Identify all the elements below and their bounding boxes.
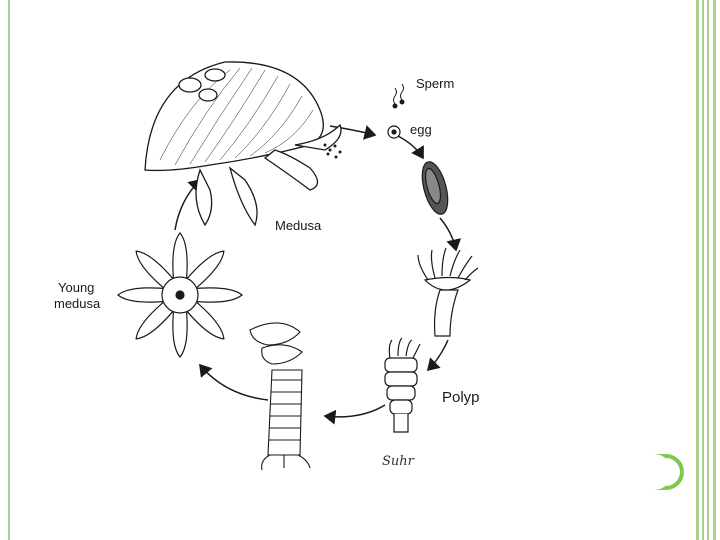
green-half-circle-accent (650, 452, 686, 492)
sperm-label: Sperm (416, 76, 454, 91)
egg-label: egg (410, 122, 432, 137)
medusa-label: Medusa (275, 218, 321, 233)
sperm-drawing (393, 84, 404, 108)
arrow-strobila-to-young-medusa (200, 365, 268, 400)
right-frame-border (692, 0, 720, 540)
arrow-polyp-to-strobila-bottom (325, 405, 385, 417)
strobila-drawing (385, 338, 420, 432)
young-medusa-label-line2: medusa (54, 296, 100, 311)
tall-strobila-drawing (250, 323, 310, 470)
left-frame-border (0, 0, 10, 540)
artist-signature: Suhr (382, 454, 414, 469)
polyp-label: Polyp (442, 390, 480, 405)
arrow-egg-to-larva (398, 136, 423, 158)
medusa-drawing (145, 62, 342, 225)
arrow-polyp-to-strobila (428, 340, 448, 370)
egg-drawing (388, 126, 400, 138)
arrow-larva-to-polyp (440, 218, 456, 250)
young-medusa-label-line1: Young (58, 280, 94, 295)
young-medusa-drawing (118, 233, 242, 357)
planula-larva-drawing (417, 159, 452, 217)
jellyfish-life-cycle-diagram: Sperm egg Medusa Young medusa Polyp Suhr (40, 40, 570, 500)
polyp-drawing (418, 248, 478, 336)
life-cycle-illustration (40, 40, 570, 500)
